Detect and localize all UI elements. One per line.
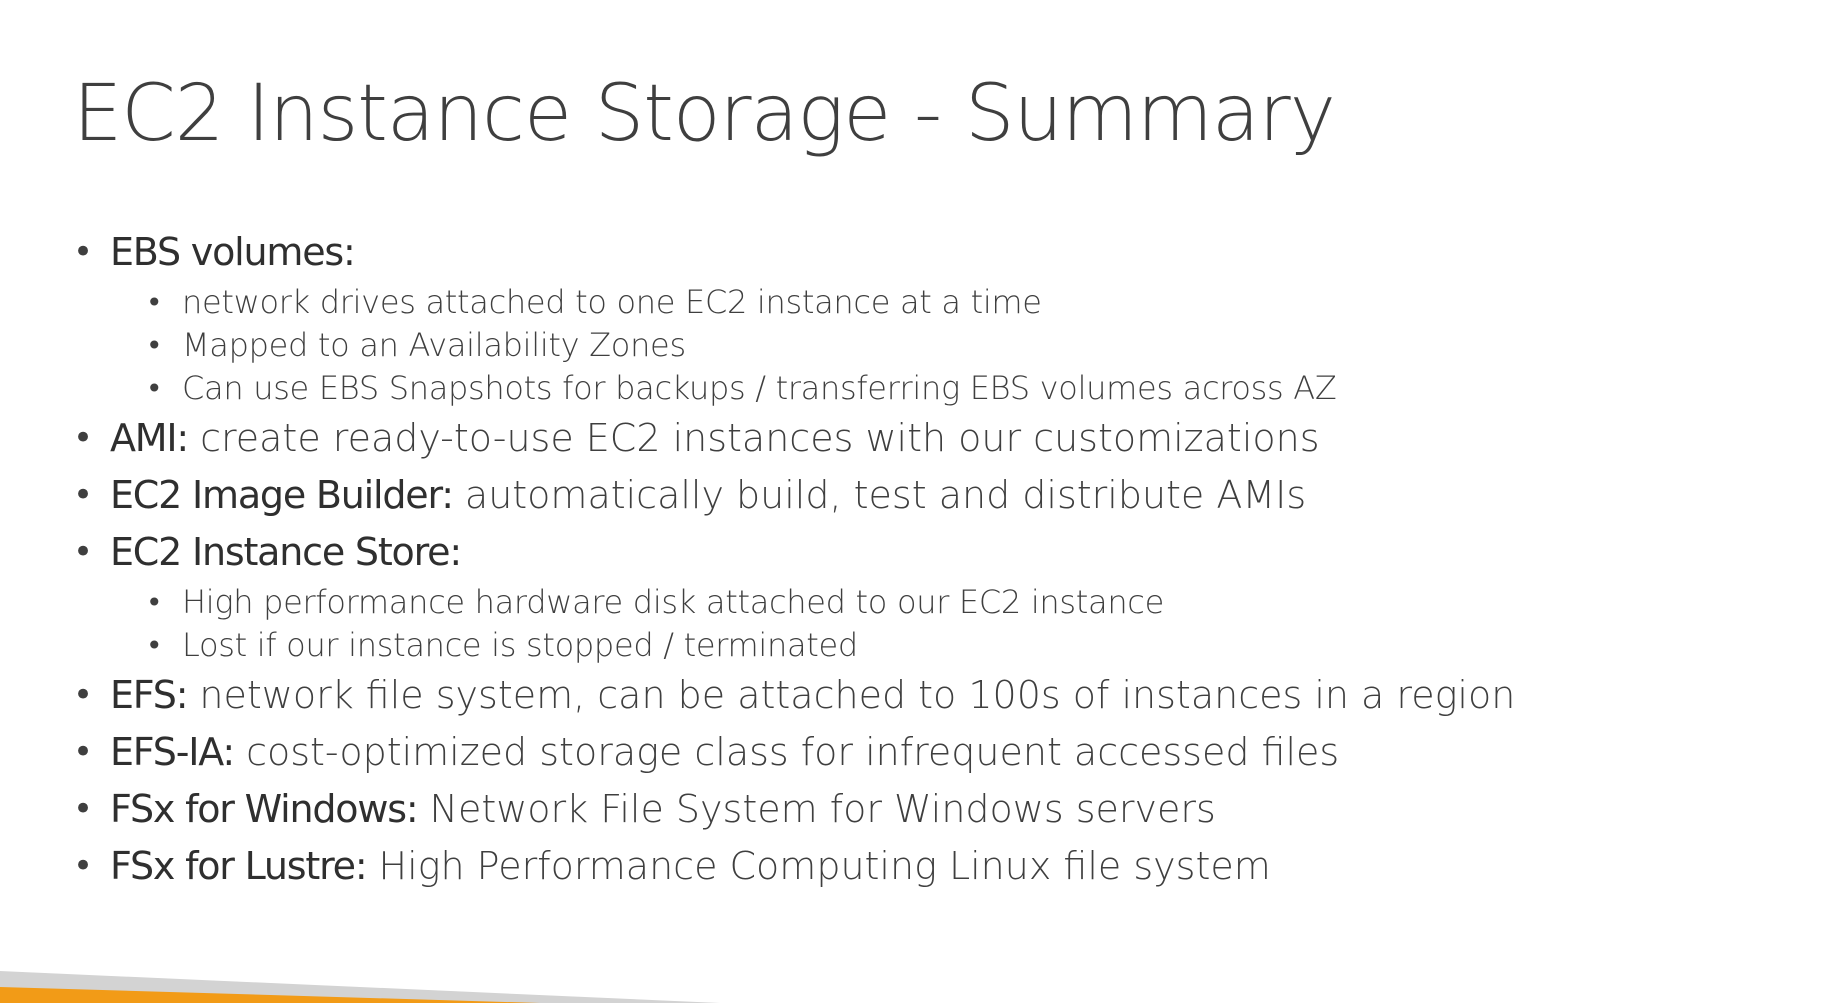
- bullet-ami: AMI: create ready-to-use EC2 instances w…: [73, 410, 1773, 467]
- bullet-lead: FSx for Lustre:: [110, 844, 368, 888]
- sub-bullet-network-drives: network drives attached to one EC2 insta…: [73, 281, 1773, 324]
- bullet-fsx-lustre: FSx for Lustre: High Performance Computi…: [73, 838, 1773, 895]
- bullet-ec2-instance-store: EC2 Instance Store:: [73, 524, 1773, 581]
- bullet-lead: EBS volumes:: [110, 230, 356, 274]
- bullet-lead: EC2 Instance Store:: [110, 530, 462, 574]
- sub-bullet-text: Lost if our instance is stopped / termin…: [182, 626, 858, 664]
- bullet-text: cost-optimized storage class for infrequ…: [233, 730, 1340, 774]
- bullet-efs-ia: EFS-IA: cost-optimized storage class for…: [73, 724, 1773, 781]
- slide-title: EC2 Instance Storage - Summary: [73, 69, 1336, 159]
- sub-bullet-high-performance: High performance hardware disk attached …: [73, 581, 1773, 624]
- bullet-lead: AMI:: [110, 416, 189, 460]
- sub-bullet-text: network drives attached to one EC2 insta…: [182, 283, 1042, 321]
- sub-bullet-mapped-az: Mapped to an Availability Zones: [73, 324, 1773, 367]
- footer-orange-stripe: [0, 987, 540, 1003]
- footer-decoration: [0, 971, 720, 1003]
- sub-bullet-text: Mapped to an Availability Zones: [182, 326, 686, 364]
- bullet-text: automatically build, test and distribute…: [452, 473, 1307, 517]
- bullet-lead: EFS-IA:: [110, 730, 235, 774]
- sub-bullet-text: High performance hardware disk attached …: [182, 583, 1164, 621]
- bullet-text: High Performance Computing Linux file sy…: [366, 844, 1271, 888]
- sub-bullet-snapshots: Can use EBS Snapshots for backups / tran…: [73, 367, 1773, 410]
- bullet-ebs-volumes: EBS volumes:: [73, 224, 1773, 281]
- bullet-list: EBS volumes: network drives attached to …: [73, 224, 1773, 895]
- sub-bullet-text: Can use EBS Snapshots for backups / tran…: [182, 369, 1337, 407]
- bullet-lead: FSx for Windows:: [110, 787, 419, 831]
- bullet-lead: EC2 Image Builder:: [110, 473, 454, 517]
- bullet-text: create ready-to-use EC2 instances with o…: [188, 416, 1320, 460]
- bullet-text: network file system, can be attached to …: [187, 673, 1516, 717]
- bullet-ec2-image-builder: EC2 Image Builder: automatically build, …: [73, 467, 1773, 524]
- bullet-fsx-windows: FSx for Windows: Network File System for…: [73, 781, 1773, 838]
- bullet-lead: EFS:: [110, 673, 189, 717]
- bullet-text: Network File System for Windows servers: [417, 787, 1216, 831]
- bullet-efs: EFS: network file system, can be attache…: [73, 667, 1773, 724]
- sub-bullet-lost-if-stopped: Lost if our instance is stopped / termin…: [73, 624, 1773, 667]
